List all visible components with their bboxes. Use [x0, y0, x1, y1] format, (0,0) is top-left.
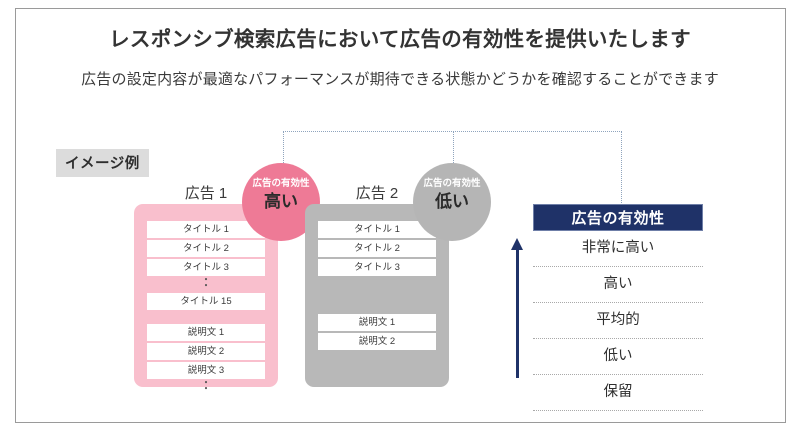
list-item: タイトル 1 — [147, 221, 265, 238]
scale-row-pending: 保留 — [533, 375, 703, 411]
badge-value: 高い — [264, 192, 298, 211]
page-title: レスポンシブ検索広告において広告の有効性を提供いたします — [109, 28, 691, 51]
ad-1-rows: タイトル 1 タイトル 2 タイトル 3 ・・ タイトル 15 説明文 1 説明… — [147, 221, 265, 396]
list-item: タイトル 3 — [318, 259, 436, 276]
effectiveness-scale: 広告の有効性 非常に高い 高い 平均的 低い 保留 — [533, 204, 703, 411]
ad-2-rows: タイトル 1 タイトル 2 タイトル 3 説明文 1 説明文 2 — [318, 221, 436, 352]
badge-label: 広告の有効性 — [423, 178, 481, 189]
ellipsis-vertical: ・・ — [201, 378, 211, 395]
upward-arrow-icon — [511, 238, 523, 250]
scale-row-high: 高い — [533, 267, 703, 303]
scale-row-average: 平均的 — [533, 303, 703, 339]
scale-header: 広告の有効性 — [533, 204, 703, 231]
row-spacer — [318, 302, 436, 314]
ellipsis-vertical: ・・ — [201, 275, 211, 292]
example-tag: イメージ例 — [56, 149, 149, 177]
connector-horizontal — [283, 131, 622, 132]
list-item: タイトル 2 — [147, 240, 265, 257]
list-item: タイトル 2 — [318, 240, 436, 257]
ad-1-heading: 広告 1 — [184, 185, 228, 202]
page-subtitle: 広告の設定内容が最適なパフォーマンスが期待できる状態かどうかを確認することができ… — [81, 71, 719, 88]
row-spacer — [147, 312, 265, 324]
list-item: 説明文 1 — [318, 314, 436, 331]
ad-2-card: タイトル 1 タイトル 2 タイトル 3 説明文 1 説明文 2 — [305, 204, 449, 387]
badge-label: 広告の有効性 — [252, 178, 310, 189]
ad-2-heading: 広告 2 — [355, 185, 399, 202]
row-spacer — [318, 278, 436, 302]
ad-1-card: タイトル 1 タイトル 2 タイトル 3 ・・ タイトル 15 説明文 1 説明… — [134, 204, 278, 395]
connector-middle-stub — [453, 131, 454, 165]
badge-value: 低い — [435, 192, 469, 211]
connector-left-vertical — [283, 131, 284, 165]
list-item: 説明文 3 — [147, 362, 265, 379]
upward-arrow-shaft — [516, 248, 519, 378]
list-item: 説明文 2 — [147, 343, 265, 360]
list-item: 説明文 2 — [318, 333, 436, 350]
connector-right-vertical — [621, 131, 622, 205]
list-item: タイトル 15 — [147, 293, 265, 310]
scale-row-very-high: 非常に高い — [533, 231, 703, 267]
scale-row-low: 低い — [533, 339, 703, 375]
list-item: 説明文 1 — [147, 324, 265, 341]
list-item: タイトル 1 — [318, 221, 436, 238]
list-item: タイトル 3 — [147, 259, 265, 276]
ad-2-effectiveness-badge: 広告の有効性 低い — [413, 163, 491, 241]
